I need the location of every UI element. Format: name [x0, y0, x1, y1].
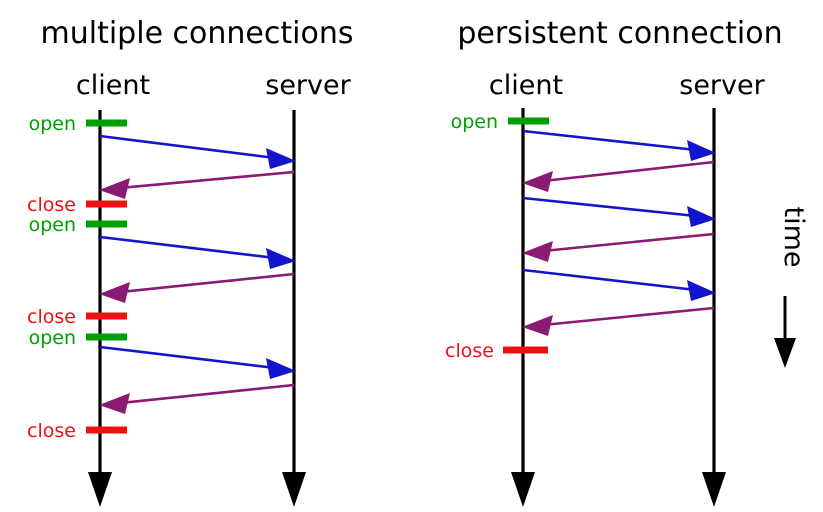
- event-marker-group-right: open close: [445, 111, 549, 362]
- event-marker-open-3: open: [29, 327, 127, 349]
- lifeline-client-right: [511, 108, 535, 507]
- arrowhead-left-icon: [522, 315, 553, 336]
- event-label-open-3: open: [29, 327, 76, 349]
- message-response-5: [522, 232, 715, 262]
- panel-title-multiple: multiple connections: [41, 16, 354, 51]
- panel-multiple-connections: multiple connections client server open: [27, 16, 353, 507]
- event-marker-open-1: open: [29, 113, 127, 135]
- lifeline-server-right: [702, 108, 726, 507]
- panel-title-persistent: persistent connection: [457, 16, 782, 51]
- lifeline-arrowhead-down-icon: [511, 472, 535, 507]
- message-request-4: [522, 129, 716, 161]
- lifeline-arrowhead-down-icon: [88, 472, 112, 507]
- event-marker-group-left: open close open close open: [27, 113, 127, 442]
- arrowhead-right-icon: [266, 248, 296, 269]
- message-request-3: [99, 345, 296, 379]
- message-response-1: [99, 170, 295, 199]
- arrowhead-right-icon: [266, 148, 296, 169]
- arrowhead-right-icon: [266, 358, 296, 379]
- arrowhead-left-icon: [522, 241, 553, 262]
- time-axis-label: time: [778, 206, 809, 267]
- arrowhead-left-icon: [99, 282, 130, 303]
- actor-label-server-left: server: [265, 70, 351, 101]
- event-label-close-2: close: [27, 306, 76, 328]
- actor-label-server-right: server: [679, 70, 765, 101]
- message-response-3: [99, 383, 295, 414]
- arrowhead-right-icon: [687, 280, 716, 301]
- time-axis: time: [774, 206, 809, 368]
- lifeline-arrowhead-down-icon: [702, 472, 726, 507]
- event-marker-close-3: close: [27, 420, 127, 442]
- message-response-4: [522, 160, 715, 192]
- arrowhead-right-icon: [687, 140, 716, 161]
- event-label-open-1: open: [29, 113, 76, 135]
- actor-label-client-right: client: [489, 70, 563, 101]
- actor-label-client-left: client: [76, 70, 150, 101]
- message-response-6: [522, 306, 715, 336]
- event-label-open-2: open: [29, 214, 76, 236]
- event-label-close-1: close: [27, 194, 76, 216]
- panel-persistent-connection: persistent connection client server open: [445, 16, 783, 507]
- message-request-2: [99, 235, 296, 269]
- event-label-close-3: close: [27, 420, 76, 442]
- lifeline-server-left: [282, 110, 306, 507]
- event-label-open-persistent: open: [451, 111, 498, 133]
- message-request-1: [99, 134, 296, 169]
- arrowhead-right-icon: [687, 206, 716, 227]
- arrowhead-left-icon: [522, 171, 553, 192]
- message-request-6: [522, 268, 716, 301]
- arrowhead-left-icon: [99, 178, 130, 199]
- time-axis-arrowhead-down-icon: [774, 338, 796, 368]
- event-marker-close-1: close: [27, 194, 127, 216]
- lifeline-client-left: [88, 110, 112, 507]
- event-marker-close-persistent: close: [445, 340, 548, 362]
- event-label-close-persistent: close: [445, 340, 494, 362]
- message-request-5: [522, 196, 716, 227]
- lifeline-arrowhead-down-icon: [282, 472, 306, 507]
- message-response-2: [99, 272, 295, 303]
- event-marker-open-2: open: [29, 214, 127, 236]
- event-marker-close-2: close: [27, 306, 127, 328]
- arrowhead-left-icon: [99, 393, 130, 414]
- event-marker-open-persistent: open: [451, 111, 549, 133]
